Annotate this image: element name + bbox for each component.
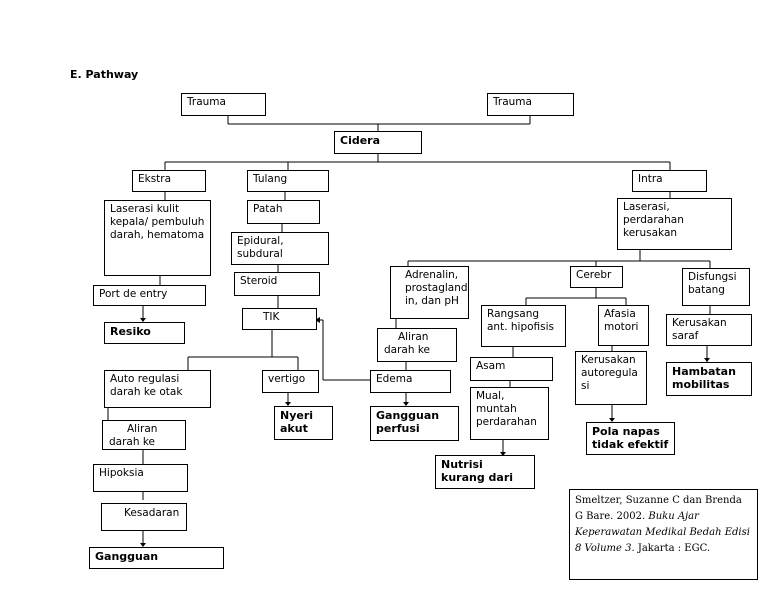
node-kerusakan-autoregulasi: Kerusakan autoregula si [575,351,647,405]
node-hipoksia: Hipoksia [93,464,188,492]
reference-authors: Smeltzer, Suzanne C dan Brenda G Bare. 2… [575,495,742,522]
node-edema: Edema [370,370,451,393]
node-nutrisi: Nutrisi kurang dari [435,455,535,489]
node-afasia: Afasia motori [598,305,649,346]
node-resiko: Resiko [104,322,185,344]
node-gangguan-perfusi: Gangguan perfusi [370,406,459,441]
node-epidural: Epidural, subdural [231,232,329,265]
node-patah: Patah [247,200,320,224]
node-auto-regulasi: Auto regulasi darah ke otak [104,370,211,408]
node-aliran-left: Aliran darah ke [102,420,186,450]
node-kesadaran: Kesadaran [101,503,187,531]
node-intra: Intra [632,170,707,192]
node-aliran-mid: Aliran darah ke [377,328,457,362]
node-rangsang: Rangsang ant. hipofisis [481,305,566,347]
node-nyeri-akut: Nyeri akut [274,406,333,440]
node-kerusakan-saraf: Kerusakan saraf [666,314,752,346]
node-port-de-entry: Port de entry [93,285,206,306]
node-trauma-left: Trauma [181,93,266,116]
node-cidera: Cidera [334,131,422,154]
node-mual: Mual, muntah perdarahan [470,387,549,440]
node-laserasi-intra: Laserasi, perdarahan kerusakan [617,198,732,250]
node-cerebr: Cerebr [570,266,623,288]
node-tulang: Tulang [247,170,329,192]
node-tik: TIK [242,308,317,330]
page-title: E. Pathway [70,68,139,81]
node-disfungsi: Disfungsi batang [682,268,750,306]
node-asam: Asam [470,357,553,381]
node-adrenalin: Adrenalin, prostagland in, dan pH [390,266,469,319]
node-hambatan: Hambatan mobilitas [666,362,752,396]
reference-box: Smeltzer, Suzanne C dan Brenda G Bare. 2… [569,489,758,580]
node-gangguan-left: Gangguan [89,547,224,569]
node-vertigo: vertigo [262,370,319,393]
node-ekstra: Ekstra [132,170,206,192]
reference-book-title: Buku Ajar Keperawatan Medikal Bedah Edis… [575,511,750,554]
node-laserasi-kulit: Laserasi kulit kepala/ pembuluh darah, h… [104,200,211,276]
node-pola-napas: Pola napas tidak efektif [586,422,675,455]
node-trauma-right: Trauma [487,93,574,116]
reference-publisher: Jakarta : EGC. [637,543,711,554]
node-steroid: Steroid [234,272,320,296]
